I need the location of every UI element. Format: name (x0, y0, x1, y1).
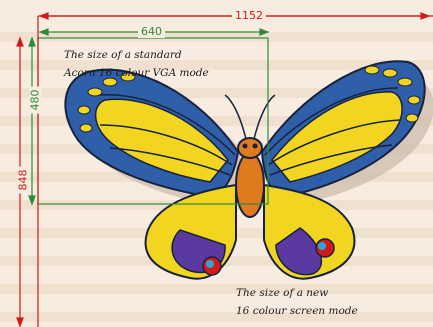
vga-caption-line-1: The size of a standard (64, 46, 209, 64)
dimension-label-480: 480 (30, 87, 42, 114)
new-mode-caption: The size of a new 16 colour screen mode (236, 284, 358, 320)
dimension-label-640: 640 (138, 26, 165, 38)
vga-mode-caption: The size of a standard Acorn 16 colour V… (64, 46, 209, 82)
dimension-label-848: 848 (18, 167, 30, 194)
vga-caption-line-2: Acorn 16 colour VGA mode (64, 64, 209, 82)
new-caption-line-2: 16 colour screen mode (236, 302, 358, 320)
dimension-label-1152: 1152 (232, 10, 266, 22)
new-caption-line-1: The size of a new (236, 284, 358, 302)
